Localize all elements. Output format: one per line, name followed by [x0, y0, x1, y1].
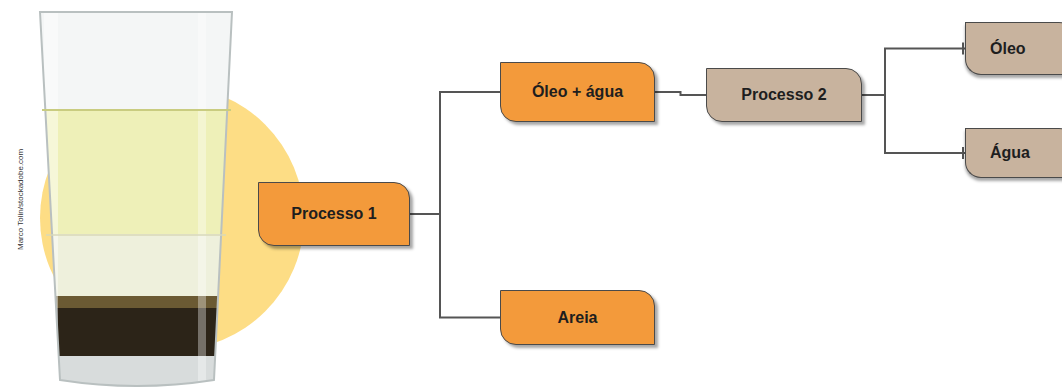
box-label: Processo 2	[741, 86, 826, 104]
box-label: Água	[990, 144, 1030, 162]
process-box: Óleo + água	[500, 62, 655, 122]
box-label: Óleo + água	[532, 83, 623, 101]
process-box: Processo 2	[706, 68, 862, 122]
process-box: Areia	[500, 290, 655, 345]
connector-line	[410, 92, 500, 214]
process-box: Água	[965, 128, 1062, 178]
process-box: Processo 1	[258, 182, 410, 246]
watermark: Marco Tolin/stockadobe.com	[16, 149, 25, 250]
connector-line	[410, 214, 500, 318]
box-label: Areia	[557, 309, 597, 327]
box-label: Óleo	[990, 40, 1026, 58]
process-box: Óleo	[965, 22, 1062, 75]
connector-line	[862, 95, 965, 159]
connector-line	[862, 43, 965, 96]
connector-line	[655, 92, 706, 95]
box-label: Processo 1	[291, 205, 376, 223]
